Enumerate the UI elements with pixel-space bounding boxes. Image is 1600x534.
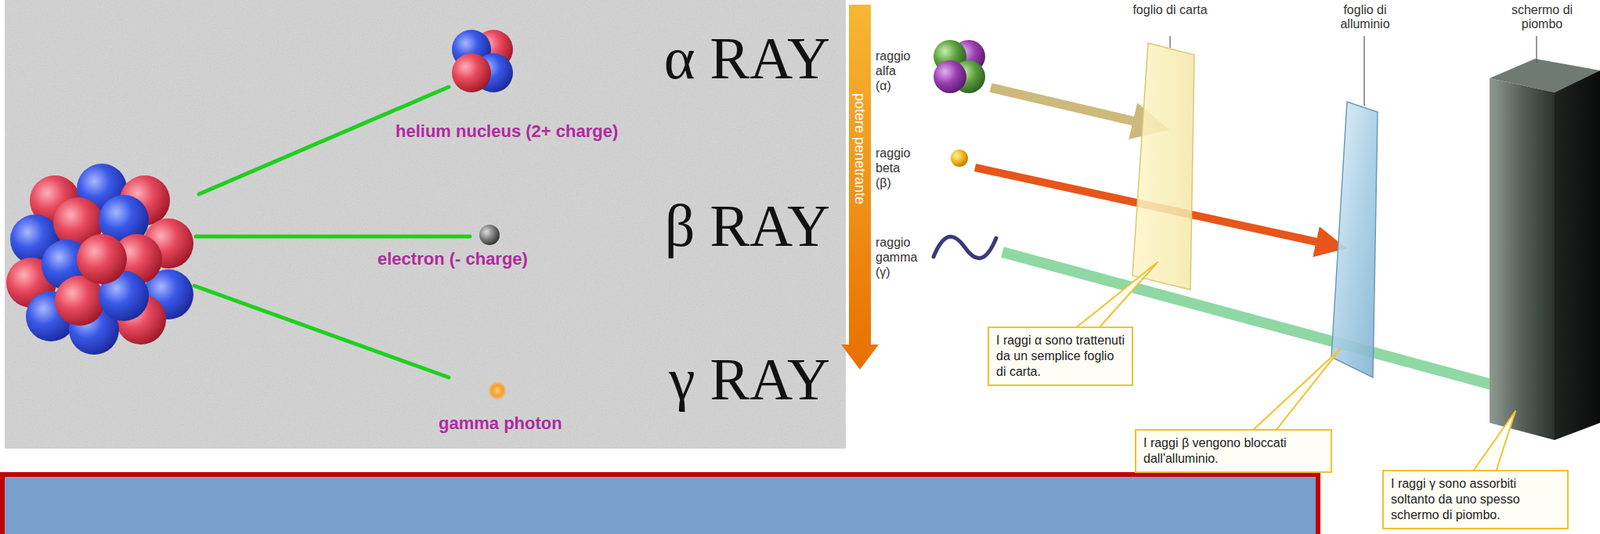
gamma-wave [933,236,997,259]
callout-text: I raggi β vengono bloccati dall'allumini… [1143,435,1324,467]
callout-box: I raggi α sono trattenuti da un semplice… [987,326,1134,387]
helium-nucleus [451,29,513,93]
paper-sheet [1132,43,1195,290]
sheet-label: foglio di carta [1132,3,1208,18]
lead-shield [1489,58,1600,441]
lead-shield [1489,78,1555,441]
ray-label: raggio gamma (γ) [875,234,918,281]
leader-line [1535,36,1537,63]
nucleus [6,163,194,355]
sheet-label: schermo di piombo [1495,3,1589,33]
penetration-arrow [841,4,879,370]
ray-name: α RAY [595,28,831,88]
callout-box: I raggi γ sono assorbiti soltanto da uno… [1382,469,1569,530]
ray-name: β RAY [595,195,831,256]
alpha-beam [990,87,1152,126]
callout-tail [1251,348,1341,432]
callout-text: I raggi α sono trattenuti da un semplice… [996,332,1125,380]
emission-line [195,234,470,239]
callout-tail [1074,262,1158,329]
alpha-particle [933,60,967,94]
particle-label: electron (- charge) [377,249,528,270]
callout-tail [1074,262,1516,473]
emission-line [194,285,449,378]
bottom-bar [2,474,1319,534]
electron-ball [479,224,500,246]
ray-label: raggio beta (β) [875,145,911,192]
panel-background [4,0,846,449]
aluminium-sheet [1331,101,1378,378]
ray-label: raggio alfa (α) [875,48,911,94]
axis-label: potere penetrante [852,93,867,205]
particle-label: gamma photon [438,413,563,434]
callout-text: I raggi γ sono assorbiti soltanto da uno… [1390,476,1561,524]
photon-dot [487,381,507,401]
helium-nucleus [451,53,492,93]
alpha-particle [933,39,986,94]
leader-line [1170,36,1537,106]
callout-tail [1472,411,1516,473]
lead-shield [1554,70,1600,441]
leader-line [1363,36,1365,106]
ray-name: γ RAY [595,349,831,409]
leader-line [1169,36,1171,48]
particle-label: helium nucleus (2+ charge) [395,121,618,142]
nucleus [76,234,127,285]
panel-background [4,0,846,449]
panel-background [4,0,846,449]
beta-particle [950,149,968,167]
callout-box: I raggi β vengono bloccati dall'allumini… [1134,429,1333,474]
sheet-label: foglio di alluminio [1321,3,1409,33]
